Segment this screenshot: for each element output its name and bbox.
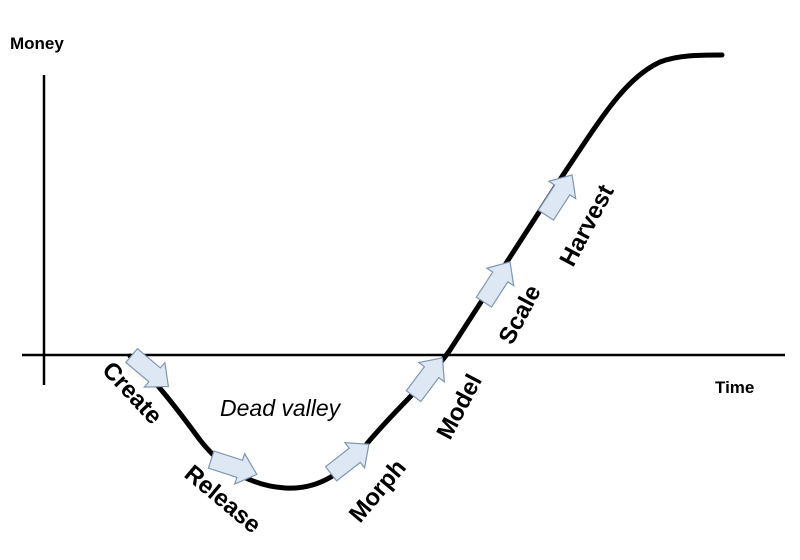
money-curve — [127, 52, 725, 491]
y-axis-label: Money — [10, 34, 64, 53]
arrow-morph — [324, 442, 370, 482]
x-axis-label: Time — [715, 378, 754, 397]
arrow-release — [207, 450, 258, 486]
stage-label-model: Model — [431, 370, 487, 444]
arrow-model — [405, 357, 446, 403]
arrow-create — [124, 347, 170, 388]
arrow-harvest — [537, 174, 577, 221]
dead-valley-label: Dead valley — [220, 395, 342, 421]
arrow-scale — [475, 261, 515, 308]
